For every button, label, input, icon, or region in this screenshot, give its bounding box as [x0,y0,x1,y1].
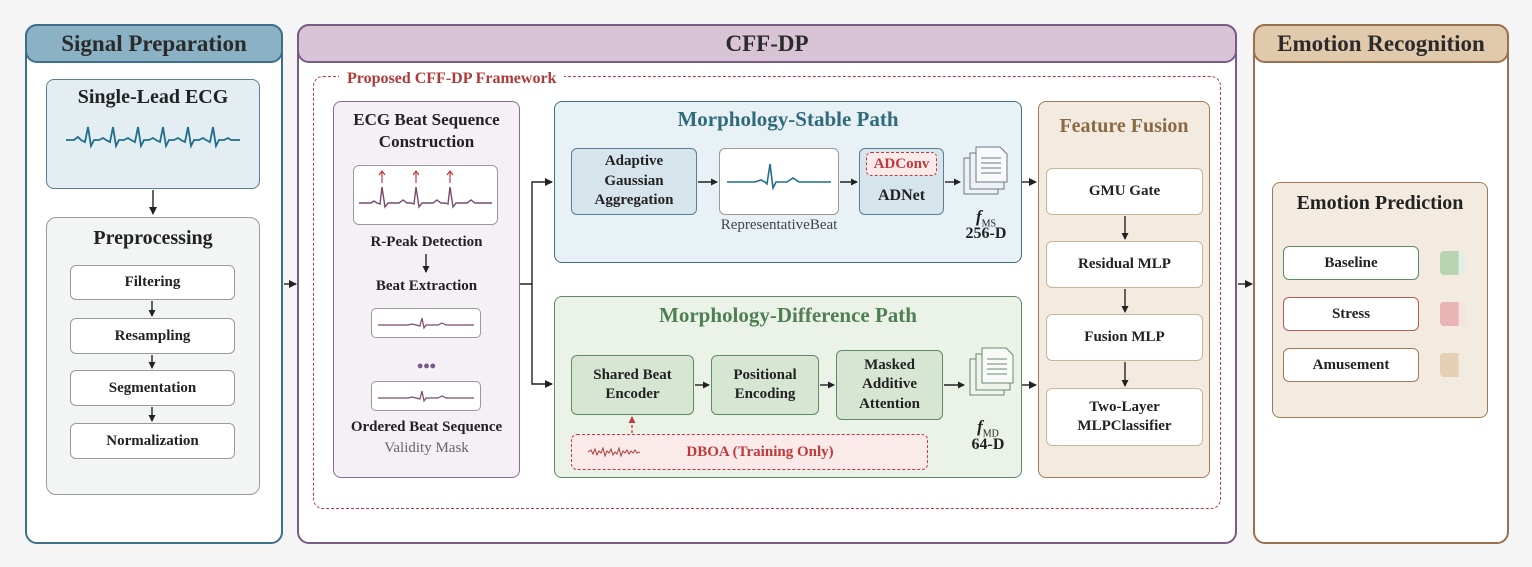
emotion-recognition-title: Emotion Recognition [1277,30,1485,56]
single-lead-ecg-title: Single-Lead ECG [77,85,229,108]
ellipsis-dots: ••• [417,355,436,376]
class-baseline-swatch [1440,251,1466,275]
class-amusement-swatch [1440,353,1466,377]
feature-stack-md-icon [969,347,1014,396]
ordered-beat-sequence-label: Ordered Beat Sequence [350,418,503,435]
feature-ms-subscript: MS [981,218,997,230]
cffdp-title: CFF-DP [725,30,809,56]
beat-extraction-label: Beat Extraction [375,277,478,294]
residual-mlp-block: Residual MLP [1046,241,1203,288]
single-beat-icon-1 [378,317,474,330]
beat-sequence-box [333,101,520,478]
r-peak-detection-label: R-Peak Detection [370,233,483,250]
framework-label: Proposed CFF-DP Framework [339,70,565,88]
feature-ms-symbol: fMS [956,207,1016,229]
stable-path-title: Morphology-Stable Path [677,106,899,131]
class-stress-box: Stress [1283,297,1419,331]
two-layer-classifier-block: Two-Layer MLPClassifier [1046,388,1203,446]
filtering-step: Filtering [70,265,235,300]
dboa-noise-icon [588,446,640,458]
cffdp-header: CFF-DP [297,24,1237,63]
emotion-recognition-header: Emotion Recognition [1253,24,1509,63]
representative-beat-label: RepresentativeBeat [720,216,838,233]
feature-md-symbol: fMD [960,417,1016,439]
resampling-step: Resampling [70,318,235,354]
segmentation-step: Segmentation [70,370,235,406]
beat-plot-box-1 [371,308,481,338]
emotion-prediction-title: Emotion Prediction [1296,191,1464,214]
shared-beat-encoder-label: Shared Beat Encoder [593,366,672,403]
beat-plot-box-2 [371,381,481,411]
shared-beat-encoder-box [571,355,694,415]
feature-md-subscript: MD [982,428,999,440]
feature-md-f: f [977,417,983,436]
beat-sequence-title: ECG Beat Sequence Construction [353,110,500,152]
feature-stack-ms-icon [963,146,1008,195]
r-peak-plot-box [353,165,498,225]
fusion-mlp-block: Fusion MLP [1046,314,1203,361]
feature-ms-f: f [975,207,982,226]
representative-beat-icon [727,163,831,191]
signal-preparation-header: Signal Preparation [25,24,283,63]
dboa-label: DBOA (Training Only) [686,443,834,460]
feature-ms-dim: 256-D [965,225,1007,242]
framework-dashed-border [313,76,1221,509]
class-amusement-box: Amusement [1283,348,1419,382]
adaptive-gaussian-aggregation-box [571,148,697,215]
r-peak-waveform-icon [359,170,492,209]
single-lead-ecg-box [46,79,260,189]
adnet-label: ADNet [877,187,926,204]
masked-additive-attention-box [836,350,943,420]
preprocessing-title: Preprocessing [93,226,213,249]
feature-fusion-title: Feature Fusion [1059,114,1189,137]
signal-preparation-title: Signal Preparation [61,30,247,56]
validity-mask-label: Validity Mask [384,439,469,456]
normalization-step: Normalization [70,423,235,459]
positional-encoding-label: Positional Encoding [733,366,797,403]
masked-additive-attention-label: Masked Additive Attention [859,356,920,412]
gmu-gate-block: GMU Gate [1046,168,1203,215]
difference-path-title: Morphology-Difference Path [659,302,917,327]
class-baseline-box: Baseline [1283,246,1419,280]
ecg-waveform-icon [66,126,240,149]
feature-md-dim: 64-D [971,436,1005,453]
single-beat-icon-2 [378,390,474,403]
positional-encoding-box [711,355,819,415]
adaptive-gaussian-aggregation-label: Adaptive Gaussian Aggregation [594,153,674,209]
adconv-label: ADConv [866,152,937,176]
class-stress-swatch [1440,302,1466,326]
